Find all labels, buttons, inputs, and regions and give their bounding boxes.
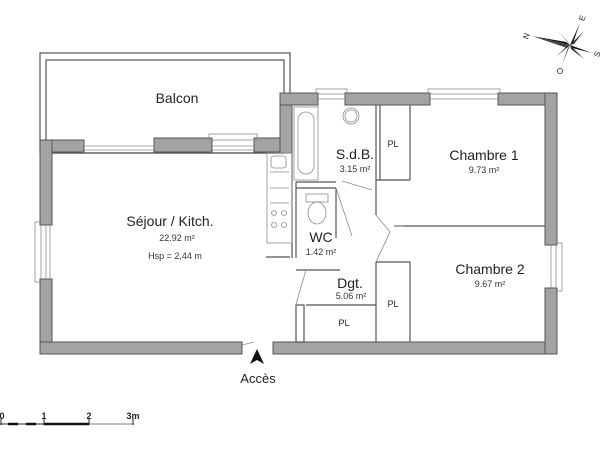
kitchen-counter bbox=[266, 152, 293, 244]
bathtub bbox=[293, 106, 319, 181]
svg-text:3m: 3m bbox=[126, 411, 139, 421]
svg-text:Chambre 1: Chambre 1 bbox=[449, 147, 518, 163]
room-balcon: Balcon bbox=[156, 90, 199, 106]
scale-bar: 0 1 2 3m bbox=[0, 411, 140, 426]
svg-text:1.42 m²: 1.42 m² bbox=[306, 247, 337, 257]
svg-text:S.d.B.: S.d.B. bbox=[336, 146, 374, 162]
svg-text:9.67 m²: 9.67 m² bbox=[475, 279, 506, 289]
svg-text:Chambre 2: Chambre 2 bbox=[455, 261, 524, 277]
svg-text:Accès: Accès bbox=[240, 371, 276, 386]
compass-rose-icon: N E S O bbox=[521, 14, 600, 76]
room-sejour: Séjour / Kitch. 22.92 m² Hsp = 2,44 m bbox=[126, 213, 213, 261]
svg-text:2: 2 bbox=[86, 411, 91, 421]
entrance-marker: Accès bbox=[240, 349, 276, 386]
svg-text:WC: WC bbox=[309, 229, 332, 245]
arrow-up-icon bbox=[250, 349, 264, 364]
svg-text:9.73 m²: 9.73 m² bbox=[469, 165, 500, 175]
svg-text:3.15 m²: 3.15 m² bbox=[340, 164, 371, 174]
svg-text:0: 0 bbox=[0, 411, 5, 421]
svg-text:E: E bbox=[577, 14, 587, 22]
windows bbox=[34, 88, 563, 292]
svg-text:O: O bbox=[557, 67, 563, 76]
svg-text:N: N bbox=[521, 32, 532, 41]
svg-text:Hsp = 2,44 m: Hsp = 2,44 m bbox=[148, 251, 202, 261]
room-chambre2: Chambre 2 9.67 m² bbox=[455, 261, 524, 289]
closet-label: PL bbox=[338, 318, 349, 328]
closet-label: PL bbox=[387, 299, 398, 309]
svg-text:Dgt.: Dgt. bbox=[337, 275, 363, 291]
svg-text:Séjour / Kitch.: Séjour / Kitch. bbox=[126, 213, 213, 229]
closet-label: PL bbox=[387, 139, 398, 149]
room-dgt: Dgt. 5.06 m² bbox=[336, 275, 367, 301]
room-chambre1: Chambre 1 9.73 m² bbox=[449, 147, 518, 175]
svg-text:1: 1 bbox=[41, 411, 46, 421]
room-wc: WC 1.42 m² bbox=[306, 229, 337, 257]
toilet bbox=[305, 193, 329, 225]
room-sdb: S.d.B. 3.15 m² bbox=[336, 146, 374, 174]
svg-text:22.92 m²: 22.92 m² bbox=[159, 233, 195, 243]
doors bbox=[241, 180, 404, 346]
sink bbox=[342, 107, 360, 125]
svg-text:5.06 m²: 5.06 m² bbox=[336, 291, 367, 301]
interior-walls bbox=[266, 105, 545, 343]
svg-text:S: S bbox=[592, 50, 600, 58]
exterior-walls bbox=[39, 92, 558, 355]
svg-text:Balcon: Balcon bbox=[156, 90, 199, 106]
